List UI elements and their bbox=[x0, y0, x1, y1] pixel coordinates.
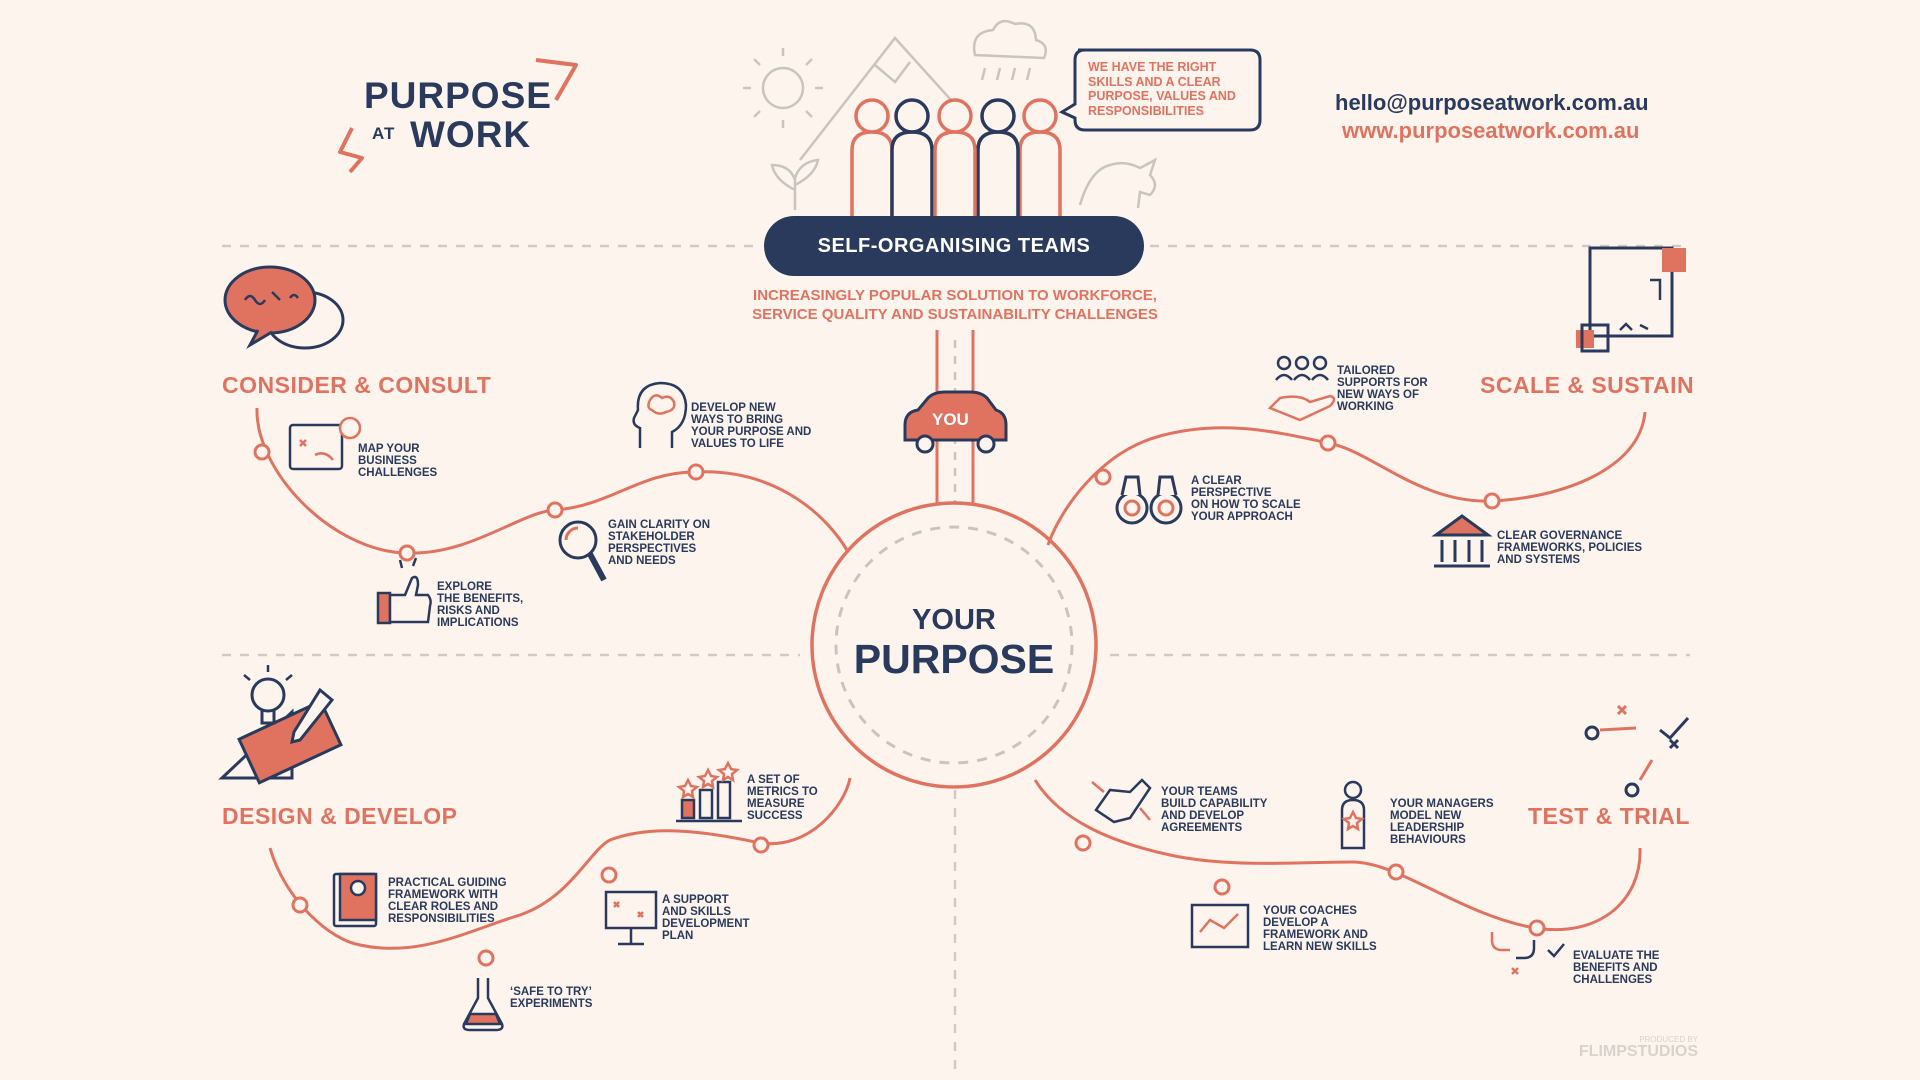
producer-credit: PRODUCED BY FLIMPSTUDIOS bbox=[1578, 1034, 1698, 1060]
design-tools-icon bbox=[218, 665, 343, 785]
handshake-icon bbox=[1091, 778, 1152, 824]
car-icon bbox=[903, 390, 1008, 454]
step-support-skills-plan: A SUPPORT AND SKILLS DEVELOPMENT PLAN bbox=[662, 894, 750, 942]
step-evaluate-benefits: EVALUATE THE BENEFITS AND CHALLENGES bbox=[1573, 950, 1660, 986]
credit-studio-name: FLIMPSTUDIOS bbox=[1578, 1043, 1698, 1060]
evaluate-cycle-icon bbox=[1490, 932, 1565, 975]
step-clear-perspective: A CLEAR PERSPECTIVE ON HOW TO SCALE YOUR… bbox=[1191, 475, 1301, 523]
center-title-line-1: YOUR bbox=[912, 604, 996, 636]
contact-website[interactable]: www.purposeatwork.com.au bbox=[1342, 118, 1640, 143]
step-tailored-supports: TAILORED SUPPORTS FOR NEW WAYS OF WORKIN… bbox=[1337, 365, 1428, 413]
step-clear-governance: CLEAR GOVERNANCE FRAMEWORKS, POLICIES AN… bbox=[1497, 530, 1643, 566]
car-label: YOU bbox=[932, 410, 969, 429]
center-title-line-2: PURPOSE bbox=[853, 636, 1055, 682]
step-coaches-develop: YOUR COACHES DEVELOP A FRAMEWORK AND LEA… bbox=[1263, 905, 1377, 953]
screen-framework-icon bbox=[1190, 903, 1250, 949]
logo-word-at: AT bbox=[372, 124, 396, 143]
government-building-icon bbox=[1431, 514, 1493, 568]
bar-chart-stars-icon bbox=[676, 760, 742, 823]
divider-lines bbox=[222, 244, 1690, 1070]
logo-word-work: WORK bbox=[410, 114, 532, 155]
scenery-illustration bbox=[743, 19, 1158, 210]
binoculars-icon bbox=[1115, 475, 1183, 525]
whiteboard-plan-icon bbox=[604, 890, 658, 946]
logo-arrows bbox=[338, 58, 578, 174]
section-title-scale-sustain: SCALE & SUSTAIN bbox=[1480, 372, 1695, 398]
credit-produced-by: PRODUCED BY bbox=[1639, 1035, 1698, 1044]
strategy-play-icon bbox=[1584, 704, 1690, 798]
people-hand-icon bbox=[1267, 355, 1336, 422]
section-title-design-develop: DESIGN & DEVELOP bbox=[222, 803, 458, 829]
flask-icon bbox=[462, 978, 504, 1032]
step-practical-framework: PRACTICAL GUIDING FRAMEWORK WITH CLEAR R… bbox=[388, 877, 507, 925]
brain-head-icon bbox=[632, 381, 688, 448]
step-managers-model-behaviours: YOUR MANAGERS MODEL NEW LEADERSHIP BEHAV… bbox=[1390, 798, 1494, 846]
subtitle-line-2: SERVICE QUALITY AND SUSTAINABILITY CHALL… bbox=[752, 306, 1158, 323]
step-gain-clarity: GAIN CLARITY ON STAKEHOLDER PERSPECTIVES… bbox=[608, 519, 711, 567]
chat-bubbles-icon bbox=[223, 265, 345, 350]
step-metrics: A SET OF METRICS TO MEASURE SUCCESS bbox=[747, 774, 818, 822]
waypoints bbox=[253, 434, 1546, 967]
speech-bubble-frame bbox=[1058, 48, 1262, 132]
speech-bubble-text: WE HAVE THE RIGHT SKILLS AND A CLEAR PUR… bbox=[1088, 60, 1236, 118]
scale-frame-icon bbox=[1576, 246, 1686, 353]
team-people-illustration bbox=[850, 98, 1062, 220]
step-teams-build-capability: YOUR TEAMS BUILD CAPABILITY AND DEVELOP … bbox=[1161, 786, 1268, 834]
manager-star-icon bbox=[1340, 780, 1366, 850]
contact-email[interactable]: hello@purposeatwork.com.au bbox=[1335, 90, 1649, 115]
magnifier-icon bbox=[558, 520, 607, 582]
thumbs-up-icon bbox=[376, 557, 432, 625]
section-title-test-trial: TEST & TRIAL bbox=[1528, 803, 1690, 829]
subtitle-line-1: INCREASINGLY POPULAR SOLUTION TO WORKFOR… bbox=[753, 287, 1157, 304]
step-explore-benefits: EXPLORE THE BENEFITS, RISKS AND IMPLICAT… bbox=[437, 581, 524, 629]
step-develop-new-ways: DEVELOP NEW WAYS TO BRING YOUR PURPOSE A… bbox=[691, 402, 812, 450]
book-icon bbox=[332, 872, 378, 928]
section-title-consider-consult: CONSIDER & CONSULT bbox=[222, 372, 492, 398]
self-organising-teams-banner: SELF-ORGANISING TEAMS bbox=[764, 216, 1144, 276]
step-map-business-challenges: MAP YOUR BUSINESS CHALLENGES bbox=[358, 443, 438, 479]
map-icon bbox=[288, 416, 362, 471]
logo-word-purpose: PURPOSE bbox=[364, 75, 552, 116]
purpose-circle bbox=[810, 501, 1098, 789]
step-safe-to-try: ‘SAFE TO TRY’ EXPERIMENTS bbox=[510, 986, 593, 1010]
